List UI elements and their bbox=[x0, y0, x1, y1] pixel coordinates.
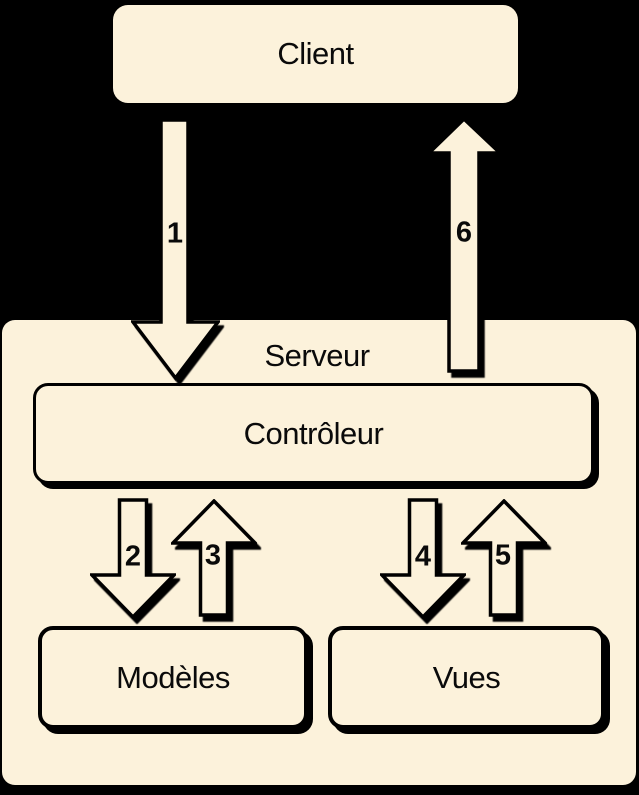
vues-label: Vues bbox=[432, 659, 501, 695]
arrow-6-up-icon bbox=[427, 117, 502, 373]
arrow-5-up-icon bbox=[461, 499, 547, 617]
serveur-label: Serveur bbox=[264, 338, 370, 373]
controleur-label: Contrôleur bbox=[243, 415, 384, 451]
node-modeles: Modèles bbox=[38, 626, 308, 729]
arrow-5-number: 5 bbox=[494, 539, 512, 572]
arrow-2-down-icon bbox=[90, 498, 176, 619]
arrow-1-down-icon bbox=[131, 118, 220, 381]
arrow-3-number: 3 bbox=[204, 539, 222, 572]
node-vues: Vues bbox=[328, 626, 605, 729]
node-client: Client bbox=[113, 5, 518, 103]
modeles-label: Modèles bbox=[116, 659, 230, 695]
arrow-4-number: 4 bbox=[414, 540, 432, 573]
client-label: Client bbox=[277, 36, 354, 71]
arrow-2-number: 2 bbox=[124, 540, 142, 573]
arrow-1-number: 1 bbox=[166, 217, 184, 250]
node-controleur: Contrôleur bbox=[33, 383, 594, 484]
arrow-3-up-icon bbox=[171, 499, 257, 617]
arrow-6-number: 6 bbox=[455, 216, 473, 249]
arrow-4-down-icon bbox=[380, 498, 466, 619]
